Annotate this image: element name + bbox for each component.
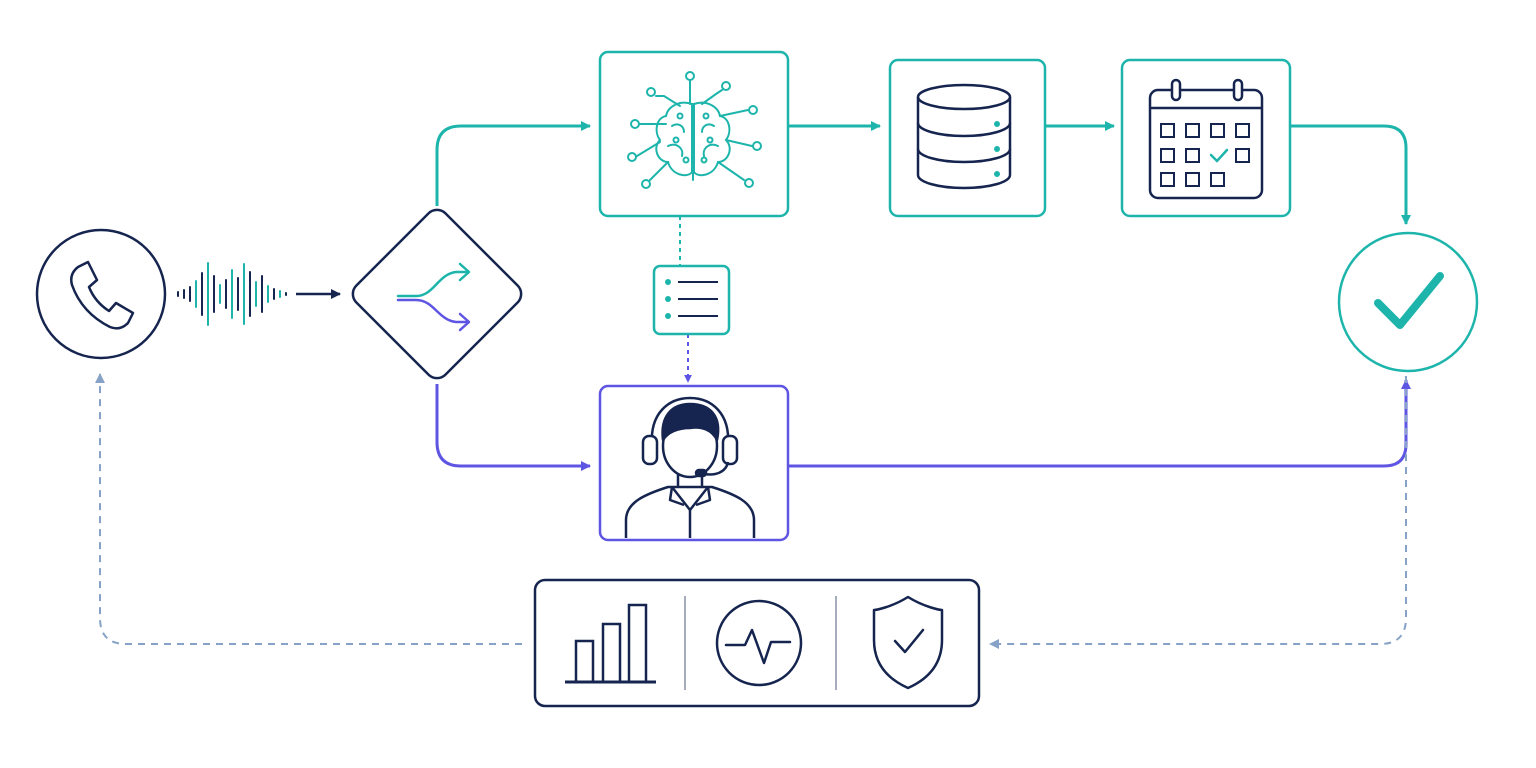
database-icon bbox=[916, 83, 1012, 190]
database-node bbox=[888, 58, 1047, 218]
brain-circuit-icon bbox=[627, 71, 762, 189]
router-node bbox=[351, 208, 523, 380]
edge-resolution-to-analytics bbox=[989, 376, 1407, 649]
phone-call-node bbox=[35, 228, 167, 360]
split-route-icon bbox=[396, 262, 471, 332]
edge-analytics-to-phone bbox=[95, 373, 522, 645]
edge-router-to-agent bbox=[435, 384, 591, 471]
transcript-node bbox=[652, 264, 731, 336]
calendar-node bbox=[1120, 58, 1292, 218]
resolution-node bbox=[1337, 231, 1479, 373]
headset-agent-icon bbox=[624, 396, 756, 538]
edge-calendar-to-resolution bbox=[1290, 124, 1411, 225]
bar-chart-icon bbox=[565, 603, 656, 684]
ai-engine-node bbox=[598, 50, 790, 218]
phone-icon bbox=[70, 260, 135, 330]
list-icon bbox=[665, 279, 718, 319]
pulse-monitor-icon bbox=[715, 599, 803, 687]
shield-check-icon bbox=[872, 595, 944, 690]
calendar-check-icon bbox=[1148, 78, 1264, 200]
analytics-panel bbox=[533, 578, 981, 708]
checkmark-icon bbox=[1374, 272, 1444, 329]
edge-agent-to-resolution bbox=[789, 379, 1411, 468]
sound-wave-icon bbox=[177, 262, 287, 326]
edge-router-to-ai bbox=[435, 121, 591, 206]
human-agent-node bbox=[598, 384, 790, 542]
